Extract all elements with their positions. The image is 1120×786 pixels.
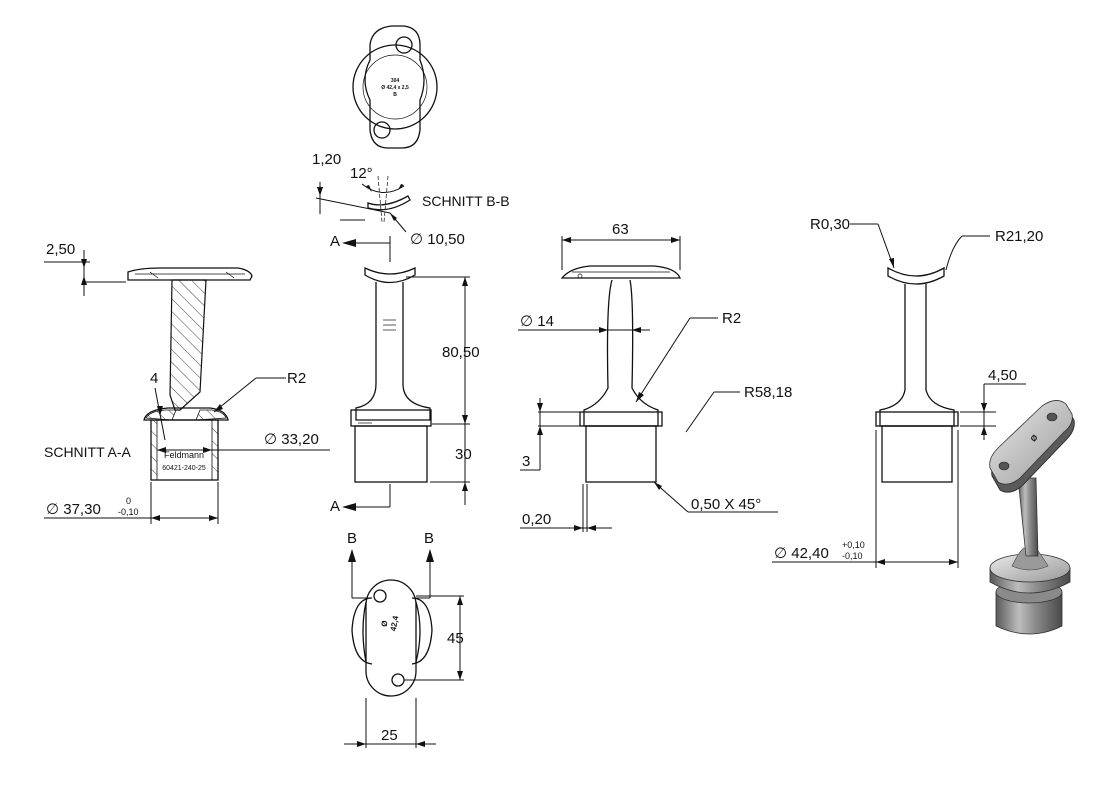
section-a-a-label: SCHNITT A-A bbox=[44, 444, 132, 460]
isometric-view: Ø bbox=[989, 400, 1075, 635]
dim-3: 3 bbox=[522, 453, 530, 470]
bottom-stamp-2: 42,4 bbox=[389, 615, 401, 632]
dim-25: 25 bbox=[381, 727, 398, 744]
dim-chamfer: 0,50 X 45° bbox=[691, 496, 761, 513]
dim-diam-42-40: ∅ 42,40 bbox=[774, 545, 829, 562]
section-arrow-a-bottom: A bbox=[330, 498, 340, 515]
dim-4-50: 4,50 bbox=[988, 367, 1017, 384]
tol-37-upper: 0 bbox=[126, 496, 131, 506]
section-b-b-label: SCHNITT B-B bbox=[422, 193, 510, 209]
dim-1-20: 1,20 bbox=[312, 151, 341, 168]
dim-r2-side: R2 bbox=[722, 310, 741, 327]
dim-12-deg: 12° bbox=[350, 165, 373, 182]
iso-stamp: Ø bbox=[1029, 433, 1040, 444]
dim-diam-10-50: ∅ 10,50 bbox=[410, 231, 465, 248]
dim-diam-33-20: ∅ 33,20 bbox=[264, 431, 319, 448]
dim-2-50: 2,50 bbox=[46, 241, 75, 258]
dim-r0-30: R0,30 bbox=[810, 216, 850, 233]
engraving-line-2: 60421-240-25 bbox=[162, 465, 206, 472]
bottom-view: B B Ø 42,4 45 25 bbox=[344, 530, 464, 748]
dim-80-50: 80,50 bbox=[442, 344, 480, 361]
dim-r21-20: R21,20 bbox=[995, 228, 1043, 245]
dim-diam-37-30: ∅ 37,30 bbox=[46, 501, 101, 518]
engraving-line-1: Feldmann bbox=[164, 450, 204, 460]
dim-r2-left: R2 bbox=[287, 370, 306, 387]
section-arrow-a-top: A bbox=[330, 233, 340, 250]
tol-42-upper: +0,10 bbox=[842, 540, 865, 550]
section-a-a-view: Feldmann 60421-240-25 2,50 4 R2 ∅ 33,20 … bbox=[44, 241, 330, 524]
top-stamp-1: 304 bbox=[391, 78, 400, 84]
dim-30: 30 bbox=[455, 446, 472, 463]
section-arrow-b-right: B bbox=[424, 530, 434, 547]
top-stamp-2: Ø 42,4 x 2,5 bbox=[381, 85, 409, 91]
dim-45: 45 bbox=[447, 630, 464, 647]
side-view: 63 ∅ 14 R2 R58,18 3 0,50 bbox=[518, 221, 792, 532]
bottom-stamp-1: Ø bbox=[380, 620, 390, 628]
dim-4: 4 bbox=[150, 370, 158, 387]
top-stamp-3: B bbox=[393, 92, 397, 98]
right-view: R0,30 R21,20 4,50 ∅ 42,40 +0,10 -0,10 bbox=[772, 216, 1043, 568]
dim-0-20: 0,20 bbox=[522, 511, 551, 528]
top-view: 304 Ø 42,4 x 2,5 B bbox=[352, 25, 438, 149]
dim-63: 63 bbox=[612, 221, 629, 238]
tol-42-lower: -0,10 bbox=[842, 551, 863, 561]
front-view: A 80,50 30 A bbox=[330, 233, 480, 515]
dim-diam-14: ∅ 14 bbox=[520, 313, 554, 330]
section-arrow-b-left: B bbox=[347, 530, 357, 547]
tol-37-lower: -0,10 bbox=[118, 507, 139, 517]
dim-r58-18: R58,18 bbox=[744, 384, 792, 401]
section-b-b-detail: 1,20 12° SCHNITT B-B ∅ 10,50 bbox=[312, 151, 510, 248]
